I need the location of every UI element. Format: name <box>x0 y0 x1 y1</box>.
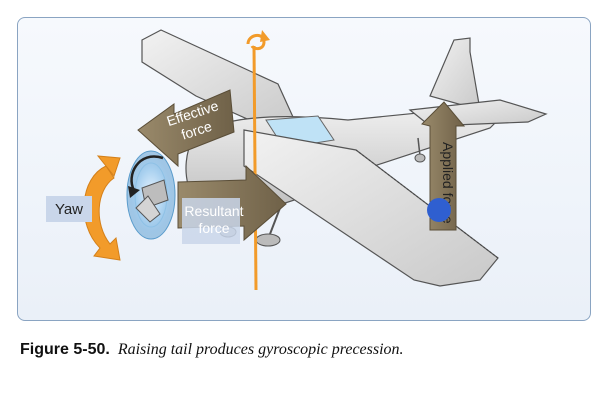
vertical-axis-line <box>252 45 258 291</box>
vertical-tail <box>429 37 481 111</box>
applied-force-arrow: Applied force <box>421 101 466 231</box>
prop-rotation-arrow-icon <box>130 155 164 191</box>
gyroscopic-precession-diagram: Effective force Resultant force Applied … <box>46 29 548 291</box>
resultant-force-arrow: Resultant force <box>177 164 287 244</box>
applied-force-point <box>427 198 451 222</box>
figure-panel: Effective force Resultant force Applied … <box>17 17 591 321</box>
figure-label: Figure 5-50. <box>20 341 110 358</box>
yaw-arrow-icon <box>83 165 121 261</box>
yaw-label-box <box>46 196 92 222</box>
resultant-force-label: Resultant <box>184 203 243 219</box>
main-gear-wheel <box>255 233 281 247</box>
yaw-label: Yaw <box>55 201 83 218</box>
resultant-force-label-line2: force <box>198 220 229 236</box>
figure-caption: Figure 5-50. Raising tail produces gyros… <box>20 341 580 359</box>
vertical-axis-rotation-icon <box>246 34 266 51</box>
resultant-force-label-box <box>182 198 240 244</box>
figure-caption-text: Raising tail produces gyroscopic precess… <box>117 341 404 358</box>
